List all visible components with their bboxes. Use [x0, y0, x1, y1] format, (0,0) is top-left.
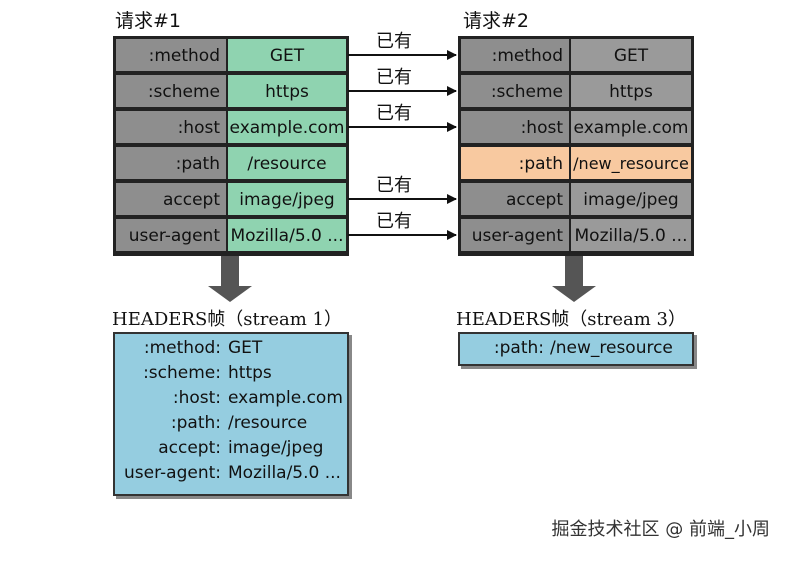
- frame-1-key: :scheme:: [143, 363, 221, 383]
- arrow-label-host: 已有: [376, 103, 412, 124]
- request-2-key: accept: [460, 182, 570, 216]
- frame-1-row: :path: /resource: [115, 411, 347, 436]
- headers-frame-stream-1: :method: GET :scheme: https :host: examp…: [113, 332, 349, 496]
- request-1-value: https: [227, 74, 347, 108]
- request-1-value: image/jpeg: [227, 182, 347, 216]
- request-1-key: :scheme: [115, 74, 227, 108]
- arrow-label-method: 已有: [376, 31, 412, 52]
- frame-2-row: :path: /new_resource: [460, 336, 692, 361]
- frame-2-key: :path:: [493, 338, 544, 358]
- request-2-value: Mozilla/5.0 ...: [570, 218, 692, 252]
- frame-1-value: https: [228, 363, 272, 383]
- frame-1-value: image/jpeg: [228, 438, 324, 458]
- request-1-value: GET: [227, 38, 347, 72]
- frame-1-key: user-agent:: [124, 463, 221, 483]
- frame-1-value: /resource: [228, 413, 308, 433]
- frame-1-row: :host: example.com: [115, 386, 347, 411]
- request-2-value: example.com: [570, 110, 692, 144]
- request-2-title: 请求#2: [463, 10, 530, 32]
- request-2-key: :host: [460, 110, 570, 144]
- request-1-value: example.com: [227, 110, 347, 144]
- headers-frame-stream-3: :path: /new_resource: [458, 332, 694, 366]
- request-2-value: https: [570, 74, 692, 108]
- request-1-key: user-agent: [115, 218, 227, 252]
- frame-1-title: HEADERS帧（stream 1）: [112, 309, 342, 330]
- frame-2-title: HEADERS帧（stream 3）: [456, 309, 686, 330]
- request-1-value: /resource: [227, 146, 347, 180]
- request-1-table: :method GET :scheme https :host example.…: [113, 36, 349, 256]
- frame-1-value: example.com: [228, 388, 343, 408]
- frame-2-value: /new_resource: [550, 338, 673, 358]
- watermark: 掘金技术社区 @ 前端_小周: [551, 519, 770, 540]
- request-1-key: :method: [115, 38, 227, 72]
- request-1-value: Mozilla/5.0 ...: [227, 218, 347, 252]
- arrow-label-accept: 已有: [376, 175, 412, 196]
- request-2-value: /new_resource: [570, 146, 692, 180]
- request-2-value: image/jpeg: [570, 182, 692, 216]
- arrow-label-scheme: 已有: [376, 67, 412, 88]
- request-1-key: :path: [115, 146, 227, 180]
- down-arrow-left: [208, 256, 252, 302]
- frame-1-row: user-agent: Mozilla/5.0 ...: [115, 461, 347, 486]
- frame-1-value: Mozilla/5.0 ...: [228, 463, 341, 483]
- request-2-key: :path: [460, 146, 570, 180]
- arrow-label-user-agent: 已有: [376, 211, 412, 232]
- frame-1-row: accept: image/jpeg: [115, 436, 347, 461]
- frame-1-key: :host:: [172, 388, 221, 408]
- request-1-title: 请求#1: [115, 10, 182, 32]
- down-arrow-right: [552, 256, 596, 302]
- request-1-key: accept: [115, 182, 227, 216]
- request-2-key: :scheme: [460, 74, 570, 108]
- request-2-key: user-agent: [460, 218, 570, 252]
- request-2-table: :method GET :scheme https :host example.…: [458, 36, 694, 256]
- frame-1-row: :method: GET: [115, 336, 347, 361]
- frame-1-key: :method:: [143, 338, 221, 358]
- frame-1-row: :scheme: https: [115, 361, 347, 386]
- request-2-key: :method: [460, 38, 570, 72]
- request-2-value: GET: [570, 38, 692, 72]
- frame-1-key: accept:: [158, 438, 221, 458]
- request-1-key: :host: [115, 110, 227, 144]
- frame-1-key: :path:: [170, 413, 221, 433]
- frame-1-value: GET: [228, 338, 263, 358]
